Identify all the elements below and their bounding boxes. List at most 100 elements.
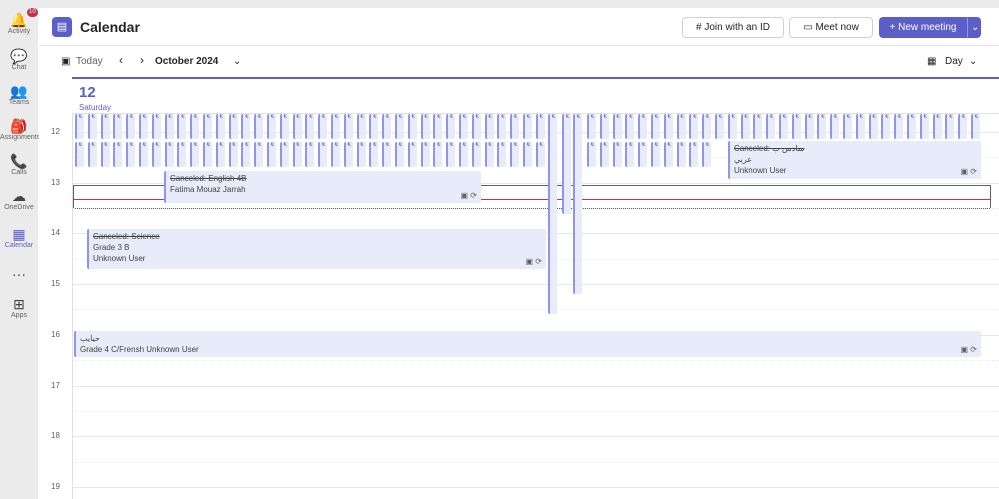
mini-event[interactable]: € (87, 114, 97, 139)
mini-event[interactable]: € (523, 142, 532, 167)
mini-event[interactable]: € (638, 114, 648, 139)
mini-event[interactable]: € (612, 114, 622, 139)
mini-event[interactable]: € (318, 142, 328, 167)
mini-event[interactable]: € (267, 142, 276, 167)
mini-event[interactable]: € (753, 114, 763, 139)
mini-event[interactable]: € (689, 142, 699, 167)
mini-event[interactable]: € (830, 114, 840, 139)
prev-button[interactable]: ‹ (119, 53, 123, 67)
mini-event[interactable]: € (958, 114, 968, 139)
mini-event[interactable]: € (139, 142, 148, 167)
mini-event[interactable]: € (75, 142, 84, 167)
mini-event[interactable]: € (497, 114, 507, 139)
mini-event[interactable]: € (241, 142, 251, 167)
mini-event[interactable]: € (562, 114, 571, 214)
mini-event[interactable]: € (151, 114, 161, 139)
mini-event[interactable]: € (279, 114, 289, 139)
mini-event[interactable]: € (651, 142, 660, 167)
mini-event[interactable]: € (177, 114, 187, 139)
mini-event[interactable]: € (587, 114, 596, 139)
mini-event[interactable]: € (331, 114, 340, 139)
mini-event[interactable]: € (510, 114, 520, 139)
mini-event[interactable]: € (573, 114, 582, 294)
mini-event[interactable]: € (382, 142, 392, 167)
mini-event[interactable]: € (676, 142, 686, 167)
mini-event[interactable]: € (548, 114, 557, 314)
mini-event[interactable]: € (446, 114, 456, 139)
mini-event[interactable]: € (382, 114, 392, 139)
mini-event[interactable]: € (343, 142, 353, 167)
sidebar-item-calendar[interactable]: ▦Calendar (0, 226, 38, 249)
mini-event[interactable]: € (766, 114, 776, 139)
mini-event[interactable]: € (407, 142, 417, 167)
mini-event[interactable]: € (356, 142, 366, 167)
mini-event[interactable]: € (484, 114, 494, 139)
mini-event[interactable]: € (100, 114, 110, 139)
mini-event[interactable]: € (305, 114, 315, 139)
mini-event[interactable]: € (215, 142, 225, 167)
mini-event[interactable]: € (471, 142, 481, 167)
mini-event[interactable]: € (100, 142, 110, 167)
mini-event[interactable]: € (420, 114, 430, 139)
day-grid[interactable]: €€€€€€€€€€€€€€€€€€€€€€€€€€€€€€€€€€€€€€€€… (72, 113, 999, 499)
mini-event[interactable]: € (459, 114, 468, 139)
mini-event[interactable]: € (75, 114, 84, 139)
mini-event[interactable]: € (663, 142, 673, 167)
mini-event[interactable]: € (203, 142, 212, 167)
mini-event[interactable]: € (446, 142, 456, 167)
mini-event[interactable]: € (331, 142, 340, 167)
sidebar-item-apps[interactable]: ⊞Apps (0, 296, 38, 319)
mini-event[interactable]: € (779, 114, 788, 139)
mini-event[interactable]: € (651, 114, 660, 139)
next-button[interactable]: › (140, 53, 144, 67)
today-button[interactable]: Today (76, 56, 103, 67)
mini-event[interactable]: € (459, 142, 468, 167)
mini-event[interactable]: € (599, 114, 609, 139)
mini-event[interactable]: € (369, 142, 379, 167)
mini-event[interactable]: € (740, 114, 750, 139)
mini-event[interactable]: € (855, 114, 865, 139)
sidebar-item-assignments[interactable]: 🎒Assignments (0, 118, 40, 141)
mini-event[interactable]: € (343, 114, 353, 139)
mini-event[interactable]: € (113, 114, 123, 139)
mini-event[interactable]: € (971, 114, 980, 139)
mini-event[interactable]: € (715, 114, 724, 139)
mini-event[interactable]: € (139, 114, 148, 139)
new-meeting-button[interactable]: + New meeting (879, 17, 967, 38)
mini-event[interactable]: € (804, 114, 814, 139)
mini-event[interactable]: € (535, 142, 545, 167)
mini-event[interactable]: € (433, 114, 443, 139)
mini-event[interactable]: € (919, 114, 929, 139)
meet-now-button[interactable]: ▭ Meet now (789, 17, 873, 38)
mini-event[interactable]: € (305, 142, 315, 167)
mini-event[interactable]: € (702, 142, 712, 167)
month-picker[interactable]: October 2024 (155, 56, 219, 67)
mini-event[interactable]: € (881, 114, 891, 139)
mini-event[interactable]: € (254, 142, 264, 167)
mini-event[interactable]: € (87, 142, 97, 167)
view-selector[interactable]: Day (945, 56, 963, 67)
mini-event[interactable]: € (407, 114, 417, 139)
mini-event[interactable]: € (907, 114, 916, 139)
mini-event[interactable]: € (395, 142, 404, 167)
mini-event[interactable]: € (113, 142, 123, 167)
mini-event[interactable]: € (497, 142, 507, 167)
mini-event[interactable]: € (625, 114, 635, 139)
mini-event[interactable]: € (203, 114, 212, 139)
mini-event[interactable]: € (945, 114, 955, 139)
mini-event[interactable]: € (292, 142, 302, 167)
new-meeting-dropdown[interactable]: ⌄ (967, 17, 981, 38)
mini-event[interactable]: € (484, 142, 494, 167)
sidebar-item-more[interactable]: ··· (0, 266, 38, 282)
mini-event[interactable]: € (279, 142, 289, 167)
mini-event[interactable]: € (868, 114, 878, 139)
mini-event[interactable]: € (510, 142, 520, 167)
sidebar-item-onedrive[interactable]: ☁OneDrive (0, 188, 38, 211)
mini-event[interactable]: € (228, 114, 238, 139)
mini-event[interactable]: € (625, 142, 635, 167)
mini-event[interactable]: € (894, 114, 904, 139)
mini-event[interactable]: € (638, 142, 648, 167)
